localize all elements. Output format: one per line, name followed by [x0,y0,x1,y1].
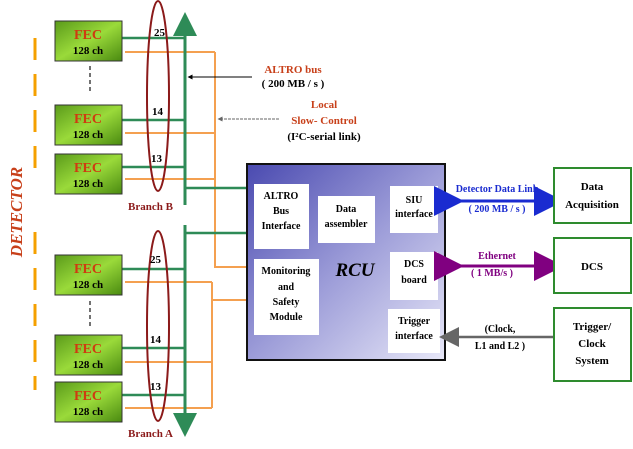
svg-text:128 ch: 128 ch [73,359,103,371]
local-label: Local [311,99,337,111]
svg-text:Trigger/: Trigger/ [573,321,612,333]
altro-bus-label: ALTRO bus [264,64,322,76]
svg-text:board: board [401,275,427,286]
altro-bus-rate: ( 200 MB / s ) [262,78,325,90]
trigger-interface-module[interactable]: Trigger interface [388,309,440,353]
monitoring-safety-module[interactable]: Monitoring and Safety Module [254,259,319,335]
svg-text:Clock: Clock [578,338,606,350]
fec-card[interactable]: FEC 128 ch [54,381,123,423]
svg-text:Monitoring: Monitoring [262,266,311,277]
svg-text:128 ch: 128 ch [73,406,103,418]
ethernet-rate: ( 1 MB/s ) [471,268,513,279]
fec-index: 25 [150,254,162,266]
dcs-board-module[interactable]: DCS board [390,252,438,300]
slow-control-label: Slow- Control [291,115,357,127]
clock-label: (Clock, [485,324,516,335]
i2c-label: (I²C-serial link) [287,131,361,143]
fec-index: 13 [151,153,163,165]
svg-text:FEC: FEC [74,342,102,357]
fec-card[interactable]: FEC 128 ch [54,153,123,195]
ddl-label: Detector Data Link [456,184,539,195]
dcs-box[interactable]: DCS [553,237,632,294]
fec-card[interactable]: FEC 128 ch [54,20,123,62]
fec-index: 25 [154,27,166,39]
l1-l2-label: L1 and L2 ) [475,341,525,352]
svg-text:128 ch: 128 ch [73,279,103,291]
svg-text:ALTRO: ALTRO [264,191,299,202]
svg-text:interface: interface [395,209,433,220]
altro-bus-lines [122,36,252,397]
svg-text:Safety: Safety [273,297,300,308]
svg-text:Trigger: Trigger [398,316,431,327]
svg-text:FEC: FEC [74,389,102,404]
fec-card[interactable]: FEC 128 ch [54,254,123,296]
svg-text:FEC: FEC [74,112,102,127]
branch-b-label: Branch B [128,201,174,213]
ddl-rate: ( 200 MB / s ) [469,204,526,215]
svg-text:FEC: FEC [74,161,102,176]
svg-text:Acquisition: Acquisition [565,199,619,211]
detector-label: DETECTOR [7,167,26,258]
branch-a-ellipse [146,230,170,422]
svg-text:FEC: FEC [74,28,102,43]
data-acquisition-box[interactable]: Data Acquisition [553,167,632,224]
fec-index: 14 [150,334,162,346]
fec-card[interactable]: FEC 128 ch [54,334,123,376]
slow-control-lines [125,51,252,409]
svg-text:DCS: DCS [404,259,424,270]
svg-text:and: and [278,282,295,293]
svg-text:Data: Data [581,181,604,193]
svg-text:Interface: Interface [262,221,301,232]
svg-text:SIU: SIU [406,195,423,206]
siu-interface-module[interactable]: SIU interface [390,186,438,233]
svg-text:System: System [575,355,609,367]
ethernet-label: Ethernet [478,251,516,262]
fec-index: 14 [152,106,164,118]
fec-card[interactable]: FEC 128 ch [54,104,123,146]
svg-text:FEC: FEC [74,262,102,277]
svg-text:interface: interface [395,331,433,342]
data-assembler-module[interactable]: Data assembler [318,196,375,243]
fec-index: 13 [150,381,162,393]
branch-a-label: Branch A [128,428,173,440]
altro-bus-interface-module[interactable]: ALTRO Bus Interface [254,184,309,249]
svg-text:Bus: Bus [273,206,289,217]
svg-text:Module: Module [270,312,303,323]
svg-text:Data: Data [336,204,357,215]
svg-text:128 ch: 128 ch [73,129,103,141]
branch-b-ellipse [146,0,170,192]
svg-text:128 ch: 128 ch [73,178,103,190]
trigger-clock-system-box[interactable]: Trigger/ Clock System [553,307,632,382]
rcu-title: RCU [334,260,375,281]
svg-text:128 ch: 128 ch [73,45,103,57]
svg-text:DCS: DCS [581,261,603,273]
svg-text:assembler: assembler [325,219,368,230]
